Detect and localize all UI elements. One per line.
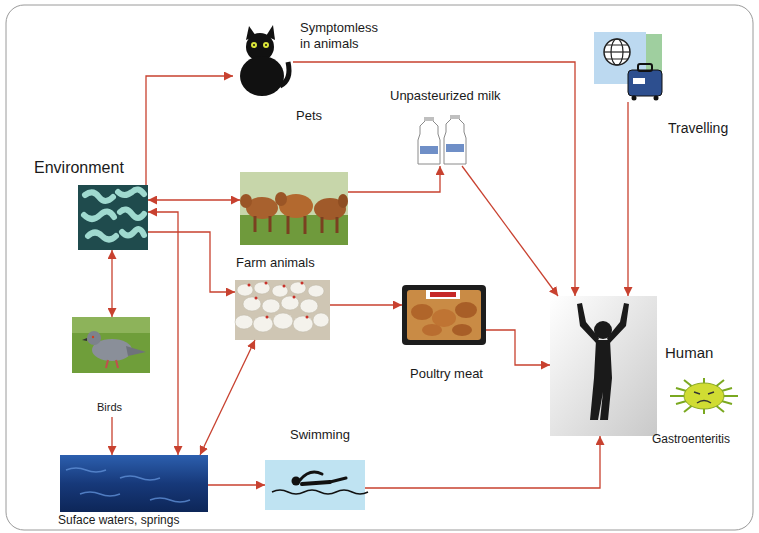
- farm-animals-node: Farm animals: [240, 172, 348, 245]
- arrow-connector: [111, 417, 112, 455]
- poultry-flock-node: [235, 280, 330, 340]
- milk-bottles-picture: [418, 115, 466, 164]
- arrow-connector: [486, 330, 550, 365]
- milk-node: Unpasteurized milk: [415, 118, 470, 166]
- swimmer-picture: [265, 460, 368, 510]
- node-label: Swimming: [290, 427, 350, 443]
- node-label: Suface waters, springs: [58, 513, 179, 527]
- node-label: Pets: [296, 108, 322, 124]
- arrow-connector: [200, 340, 255, 455]
- pigeon-picture: [72, 317, 150, 373]
- node-label: Birds: [97, 401, 122, 414]
- swimming-node: Swimming: [265, 460, 365, 510]
- human-picture: [550, 296, 657, 436]
- travelling-node: Travelling: [592, 30, 664, 102]
- frame: [6, 5, 753, 530]
- arrow-connector: [365, 436, 600, 488]
- arrow-connector: [111, 250, 112, 317]
- surface-water-node: Suface waters, springs: [60, 455, 208, 512]
- node-label: Environment: [34, 158, 124, 177]
- node-label: Gastroenteritis: [652, 432, 730, 446]
- node-label: Farm animals: [236, 255, 315, 271]
- arrow-connector: [148, 232, 235, 292]
- virus-picture: [670, 378, 738, 414]
- node-label: Human: [665, 344, 713, 362]
- node-label: Symptomless in animals: [300, 20, 386, 51]
- travel-picture: [594, 32, 662, 101]
- chickens-picture: [235, 280, 330, 340]
- meat-tray-picture: [402, 285, 486, 345]
- cows-picture: [240, 172, 348, 245]
- environment-node: Environment: [78, 185, 148, 250]
- arrow-connector: [330, 304, 402, 305]
- arrow-connector: [627, 102, 628, 296]
- water-picture: [60, 455, 208, 512]
- cat-picture: [240, 25, 289, 96]
- human-node: HumanGastroenteritis: [550, 296, 657, 436]
- arrow-connector: [146, 76, 233, 185]
- poultry-meat-node: Poultry meat: [402, 285, 486, 345]
- node-label: Travelling: [668, 120, 728, 137]
- arrow-connector: [462, 166, 558, 296]
- arrow-connector: [148, 199, 240, 200]
- arrow-connector: [293, 62, 575, 296]
- bacteria-picture: [78, 185, 148, 250]
- node-label: Poultry meat: [410, 366, 483, 382]
- arrow-connector: [348, 166, 440, 192]
- arrow-connector: [148, 212, 178, 455]
- pets-node: Symptomless in animalsPets: [233, 30, 293, 96]
- birds-node: Birds: [72, 317, 150, 417]
- node-label: Unpasteurized milk: [390, 88, 501, 104]
- arrow-connector: [208, 484, 265, 485]
